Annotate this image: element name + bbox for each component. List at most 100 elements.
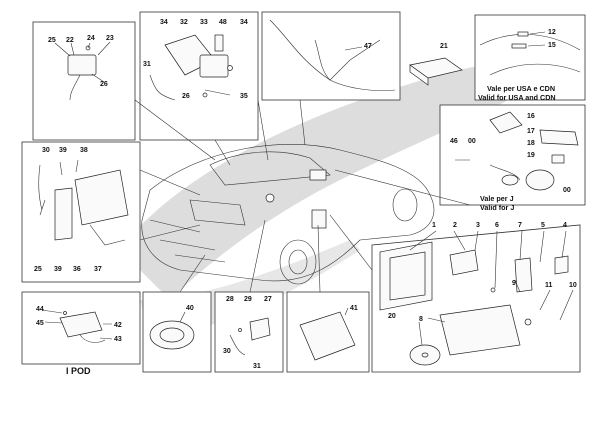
callout: 8 [419, 316, 423, 323]
callout: 3 [476, 222, 480, 229]
caption-ipod: I POD [66, 366, 91, 376]
antenna-amplifier [67, 54, 97, 76]
callout: 00 [563, 187, 571, 194]
callout: 37 [94, 266, 102, 273]
callout: 15 [548, 42, 556, 49]
bracket [551, 154, 565, 164]
panel-amplifier: 41 [286, 291, 370, 373]
callout: 18 [527, 140, 535, 147]
callout: 39 [59, 147, 67, 154]
callout: 9 [512, 280, 516, 287]
car-illustration [141, 144, 435, 285]
sensor [511, 43, 527, 49]
panel-bottom-mid: 28 29 27 30 31 [214, 291, 284, 373]
caption-japan-en: Valid for J [480, 203, 514, 212]
callout: 47 [364, 43, 372, 50]
speaker-cone [159, 327, 185, 343]
connector [539, 129, 579, 146]
callout: 29 [244, 296, 252, 303]
cd-disc-hole [421, 352, 429, 358]
bracket [514, 257, 533, 293]
callout: 23 [106, 35, 114, 42]
panel-top-mid: 34 32 33 48 34 31 26 35 [139, 11, 259, 141]
callout: 39 [54, 266, 62, 273]
panel-speaker: 40 [142, 291, 212, 373]
callout: 12 [548, 29, 556, 36]
callout: 16 [527, 113, 535, 120]
bracket [554, 255, 569, 275]
screw [490, 287, 496, 293]
panel-ipod: 44 45 42 43 I POD [21, 291, 141, 376]
bracket [54, 187, 73, 241]
callout: 4 [563, 222, 567, 229]
callout: 00 [468, 138, 476, 145]
callout: 5 [541, 222, 545, 229]
callout: 44 [36, 306, 44, 313]
callout: 2 [453, 222, 457, 229]
callout: 34 [240, 19, 248, 26]
screw [63, 311, 67, 315]
callout: 43 [114, 336, 122, 343]
radio-display [389, 251, 426, 301]
control-unit [74, 169, 129, 226]
callout: 48 [219, 19, 227, 26]
callout: 45 [36, 320, 44, 327]
screw [202, 92, 208, 98]
panel-top-left: 25 22 24 23 26 [32, 21, 136, 141]
callout: 34 [160, 19, 168, 26]
panel-top-center: 47 [261, 11, 401, 101]
callout: 33 [200, 19, 208, 26]
callout: 32 [180, 19, 188, 26]
callout: 42 [114, 322, 122, 329]
callout: 46 [450, 138, 458, 145]
callout: 25 [34, 266, 42, 273]
callout: 30 [42, 147, 50, 154]
callout: 35 [240, 93, 248, 100]
control-unit [199, 54, 229, 78]
callout: 25 [48, 37, 56, 44]
callout: 26 [182, 93, 190, 100]
callout: 27 [264, 296, 272, 303]
panel-usa-cdn: 12 15 Vale per USA e CDN Valid for USA a… [474, 14, 586, 102]
panel-japan: 16 46 00 17 18 19 00 Vale per J Valid fo… [439, 104, 586, 212]
bracket [449, 249, 479, 276]
center-module [309, 169, 327, 181]
callout: 17 [527, 128, 535, 135]
amplifier-mount [311, 209, 327, 229]
coil [501, 174, 519, 186]
leader-lines [134, 99, 471, 293]
callout: 1 [432, 222, 436, 229]
speaker-unit [525, 169, 555, 191]
caption-usa-cdn-en: Valid for USA and CDN [478, 93, 556, 102]
callout: 30 [223, 348, 231, 355]
callout: 36 [73, 266, 81, 273]
caption-usa-cdn-it: Vale per USA e CDN [487, 84, 555, 93]
callout: 28 [226, 296, 234, 303]
callout: 11 [545, 282, 553, 289]
callout: 20 [388, 313, 396, 320]
callout: 26 [100, 81, 108, 88]
screw [238, 328, 242, 332]
callout: 31 [253, 363, 261, 370]
nut [227, 65, 233, 71]
callout: 41 [350, 305, 358, 312]
callout: 31 [143, 61, 151, 68]
callout: 21 [440, 43, 448, 50]
callout: 10 [569, 282, 577, 289]
callout: 7 [518, 222, 522, 229]
radio-chassis [439, 304, 521, 356]
callout: 38 [80, 147, 88, 154]
nut [524, 318, 532, 326]
background-swoosh [120, 61, 546, 300]
panel-left-mid: 30 39 38 25 39 36 37 [21, 141, 141, 283]
antenna-point [265, 193, 275, 203]
amplifier [299, 311, 356, 361]
control-unit [249, 317, 271, 341]
panel-radio: 1 2 3 6 7 5 4 9 11 10 8 20 [371, 222, 581, 373]
callout: 6 [495, 222, 499, 229]
callout: 40 [186, 305, 194, 312]
module [489, 111, 523, 134]
sensor [517, 31, 529, 37]
part-21: 21 [409, 43, 463, 86]
